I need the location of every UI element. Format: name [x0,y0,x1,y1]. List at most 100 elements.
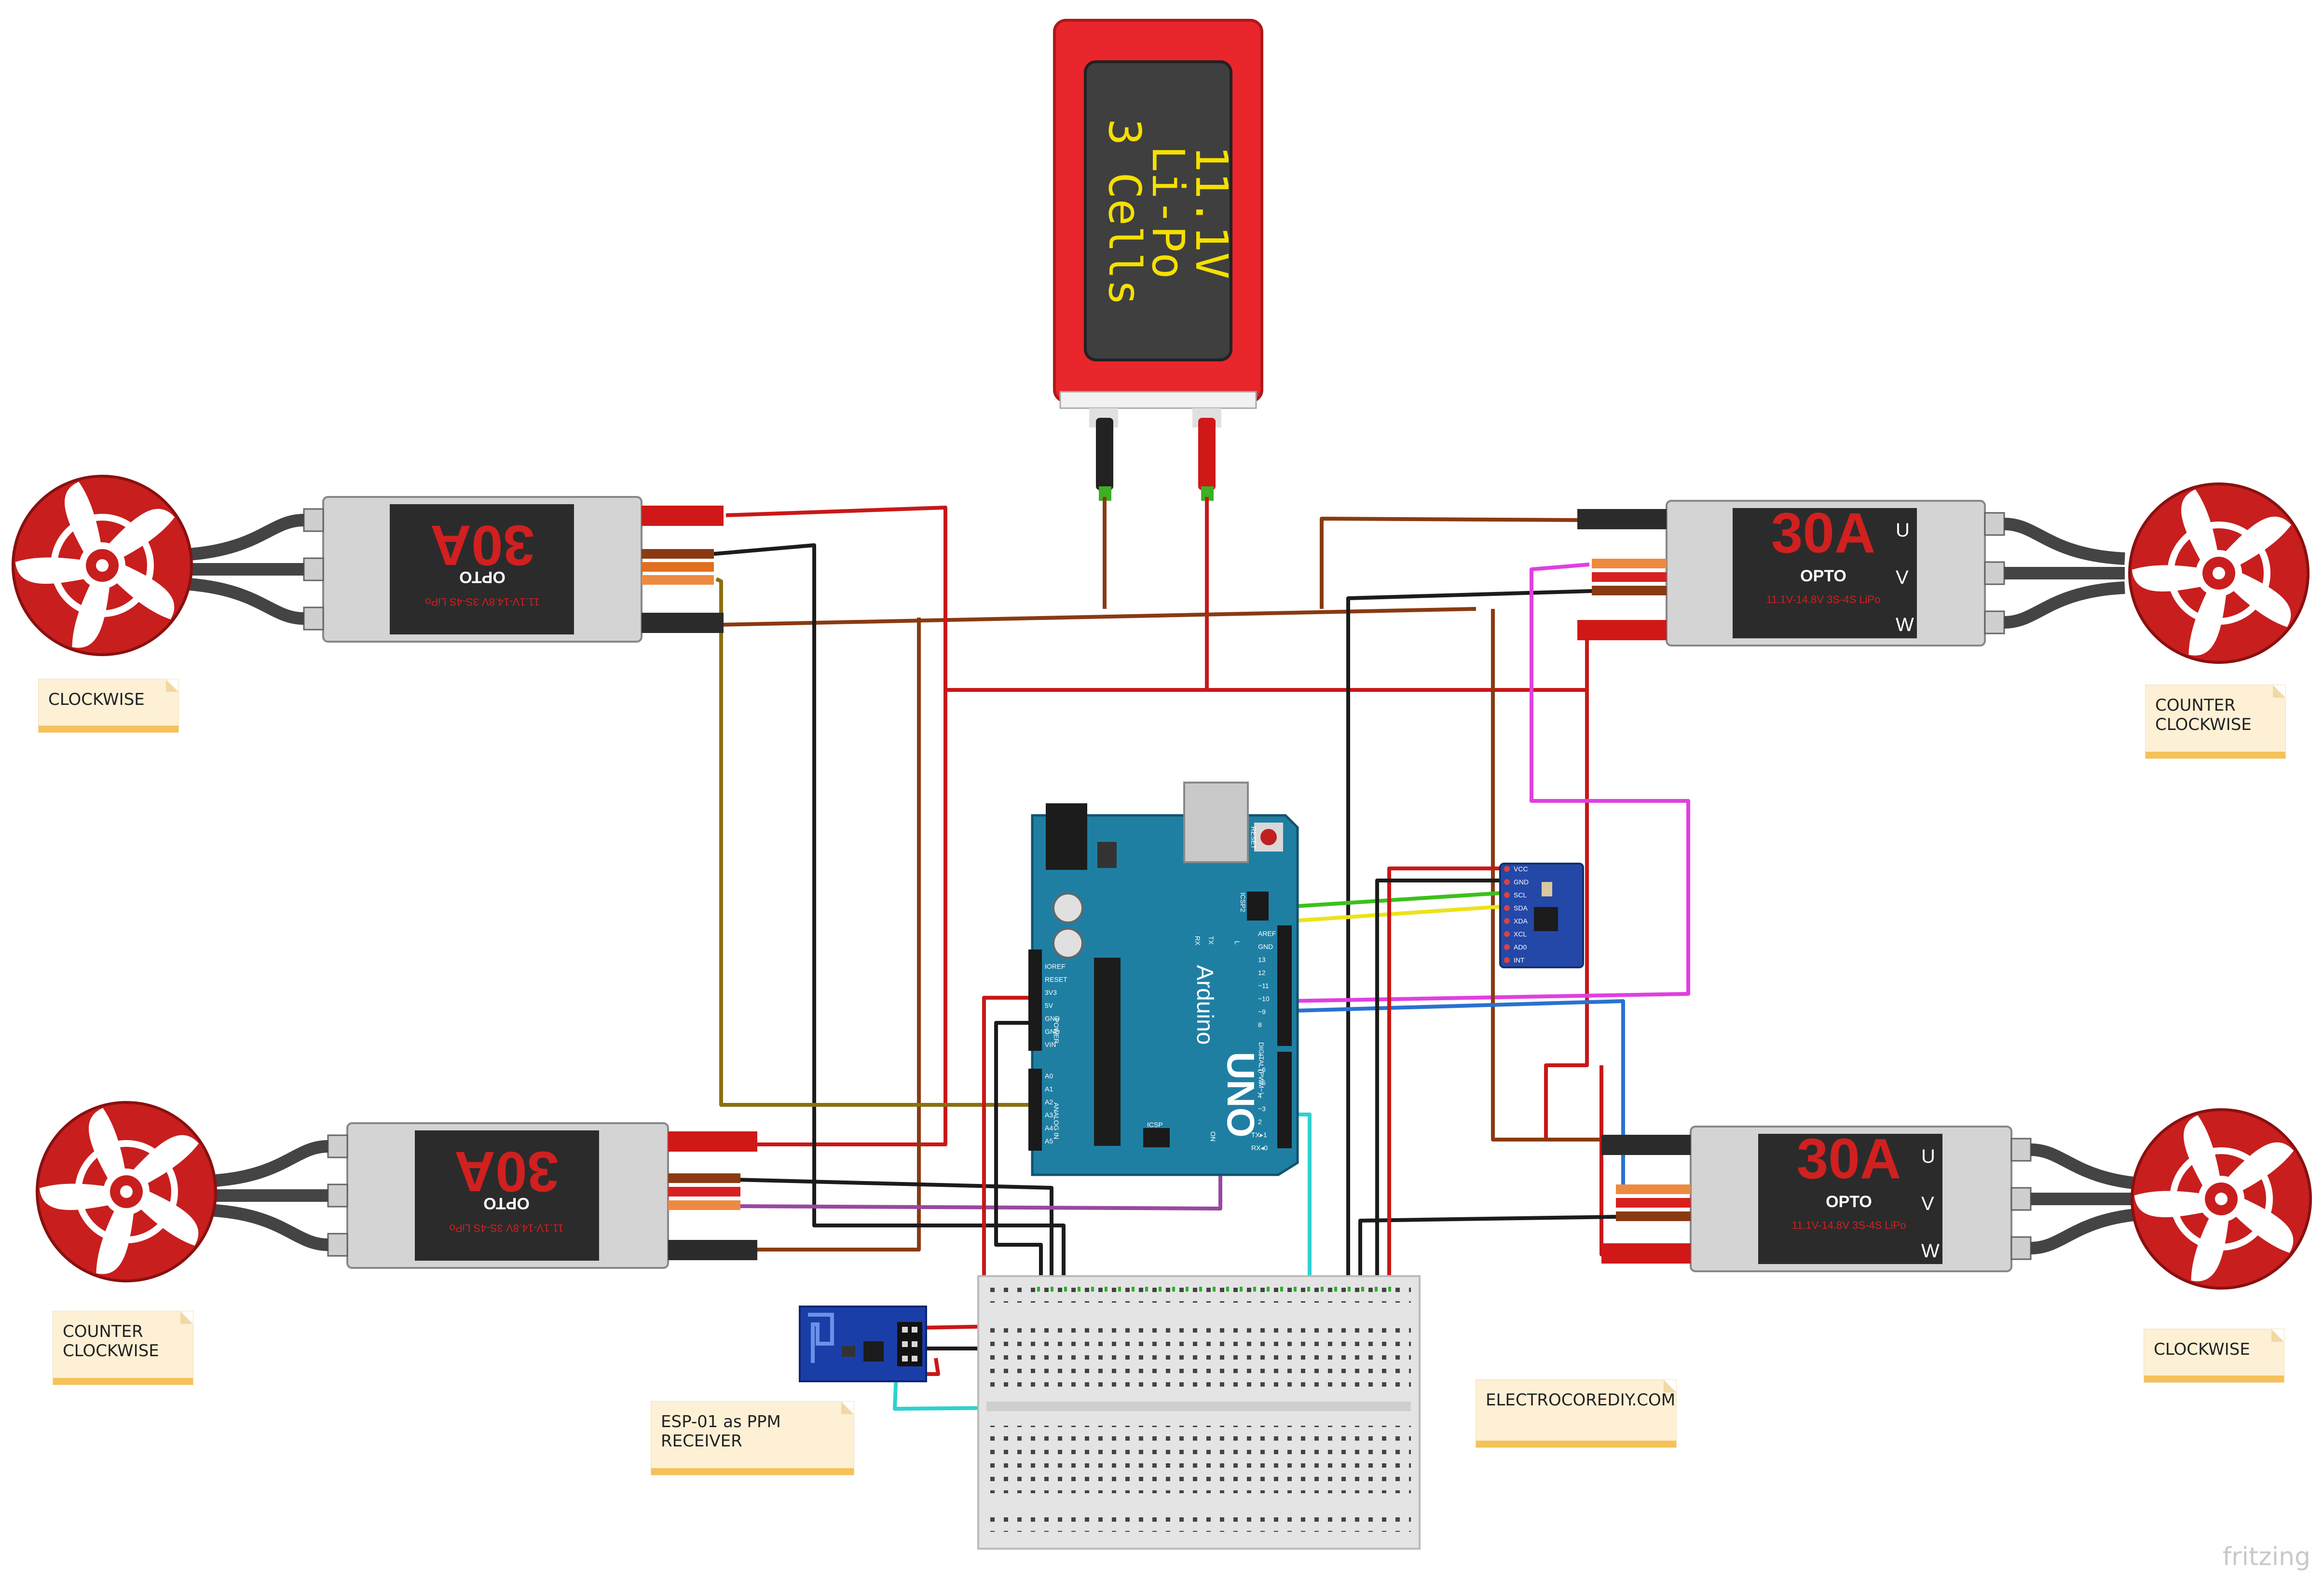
esc-rating: 30A [454,1140,559,1203]
pin-label: ~10 [1258,995,1270,1003]
pin-label: A5 [1045,1137,1053,1145]
note-esp-receiver: ESP-01 as PPM RECEIVER [651,1402,854,1475]
note-text: ESP-01 as PPM [661,1412,781,1431]
esc-rating: 30A [1797,1127,1901,1191]
pin-label: 7 [1258,1053,1262,1060]
esc-top-right: 30A OPTO 11.1V-14.8V 3S-4S LiPo U V W [1577,500,2125,647]
pin-label: GND [1045,1028,1060,1035]
analog-in-label: ANALOG IN [1053,1102,1060,1139]
pin-label: A2 [1045,1098,1053,1106]
icsp2-label: ICSP2 [1239,893,1247,912]
icsp-label: ICSP [1147,1121,1163,1128]
imu-pin-scl: SCL [1514,891,1527,899]
on-label: ON [1209,1131,1217,1142]
pin-label: 13 [1258,956,1266,963]
imu-pin-xda: XDA [1514,917,1528,925]
imu-pin-gnd: GND [1514,878,1529,886]
esc-spec: 11.1V-14.8V 3S-4S LiPo [1766,593,1881,605]
imu-pin-sda: SDA [1514,904,1528,912]
esc-spec: 11.1V-14.8V 3S-4S LiPo [1792,1219,1906,1231]
pin-label: AREF [1258,930,1276,937]
esc-phase-w: W [1921,1240,1940,1262]
note-text: ELECTROCOREDIY.COM [1486,1390,1676,1410]
pin-label: 4 [1258,1092,1262,1100]
note-text: CLOCKWISE [63,1341,159,1361]
esc-bottom-left: 11.1V-14.8V 3S-4S LiPo OPTO 30A [207,1122,757,1269]
pin-label: A0 [1045,1072,1053,1080]
pin-label: RX◂0 [1251,1144,1268,1152]
esc-phase-u: U [1921,1146,1935,1167]
esc-brand: OPTO [459,568,506,586]
pin-label: 2 [1258,1118,1262,1126]
pin-label: TX▸1 [1251,1131,1267,1139]
digital-label: DIGITAL (PWM~) [1258,1042,1265,1095]
pin-label: A3 [1045,1111,1053,1119]
arduino-brand: Arduino [1192,965,1217,1045]
pin-label: RESET [1045,976,1067,983]
esc-bottom-right: 30A OPTO 11.1V-14.8V 3S-4S LiPo U V W [1601,1126,2152,1272]
propeller-bottom-left [35,1102,216,1281]
esc-spec: 11.1V-14.8V 3S-4S LiPo [425,596,540,608]
esc-top-left: 11.1V-14.8V 3S-4S LiPo OPTO 30A [183,496,724,643]
battery-negative-lead [1096,418,1113,490]
reset-button [1260,829,1277,845]
note-site: ELECTROCOREDIY.COM [1476,1380,1676,1447]
esc-brand: OPTO [483,1194,530,1212]
note-top-left-direction: CLOCKWISE [39,679,178,732]
usb-port [1183,782,1249,863]
pin-label: A4 [1045,1124,1053,1132]
note-bottom-right-direction: CLOCKWISE [2144,1329,2284,1382]
pin-label: IOREF [1045,963,1066,970]
note-text: CLOCKWISE [2154,1340,2250,1359]
tx-label: TX [1207,936,1215,945]
breadboard [977,1275,1421,1550]
imu-pin-ad0: AD0 [1514,943,1527,951]
esc-phase-u: U [1896,520,1910,541]
lipo-battery: 11.1V Li-Po 3 Cells [1053,19,1263,501]
esc-spec: 11.1V-14.8V 3S-4S LiPo [450,1222,564,1234]
rx-label: RX [1194,936,1202,946]
esc-phase-v: V [1921,1193,1934,1214]
esc-rating: 30A [430,513,534,577]
note-bottom-left-direction: COUNTER CLOCKWISE [53,1311,193,1385]
note-text: CLOCKWISE [2155,715,2252,734]
battery-chemistry: Li-Po [1142,146,1194,279]
note-text: COUNTER [63,1322,143,1341]
atmega-chip [1094,958,1121,1146]
pin-label: 3V3 [1045,989,1057,996]
propeller-top-left [11,476,191,655]
arduino-model: UNO [1219,1052,1262,1138]
pin-label: VIN [1045,1041,1056,1048]
propeller-top-right [2127,484,2308,662]
dc-jack [1046,803,1087,870]
esc-phase-v: V [1896,567,1909,588]
esc-phase-w: W [1896,614,1914,635]
led-l-label: L [1233,941,1241,945]
note-top-right-direction: COUNTER CLOCKWISE [2146,685,2285,758]
battery-positive-lead [1198,418,1216,490]
battery-voltage: 11.1V [1186,146,1237,279]
propeller-bottom-right [2130,1110,2310,1288]
esc-rating: 30A [1771,501,1875,565]
reset-label: RESET [1250,826,1258,849]
pin-label: GND [1258,943,1273,950]
note-text: RECEIVER [661,1431,742,1451]
pin-label: A1 [1045,1085,1053,1093]
pin-label: ~9 [1258,1008,1266,1016]
mpu6050-imu: VCC GND SCL SDA XDA XCL AD0 INT [1499,863,1584,968]
pin-label: ~5 [1258,1079,1266,1087]
pin-label: GND [1045,1015,1060,1022]
esc-brand: OPTO [1826,1193,1872,1211]
imu-pin-vcc: VCC [1514,865,1528,873]
imu-pin-int: INT [1514,956,1525,964]
pin-label: ~11 [1258,982,1269,990]
wiring [713,497,1690,1411]
note-text: COUNTER [2155,696,2236,715]
note-text: CLOCKWISE [48,690,145,709]
imu-pin-xcl: XCL [1514,930,1527,938]
fritzing-watermark: fritzing [2222,1542,2310,1571]
pin-label: ~3 [1258,1105,1266,1113]
pin-label: 12 [1258,969,1266,977]
pin-label: ~6 [1258,1066,1266,1073]
